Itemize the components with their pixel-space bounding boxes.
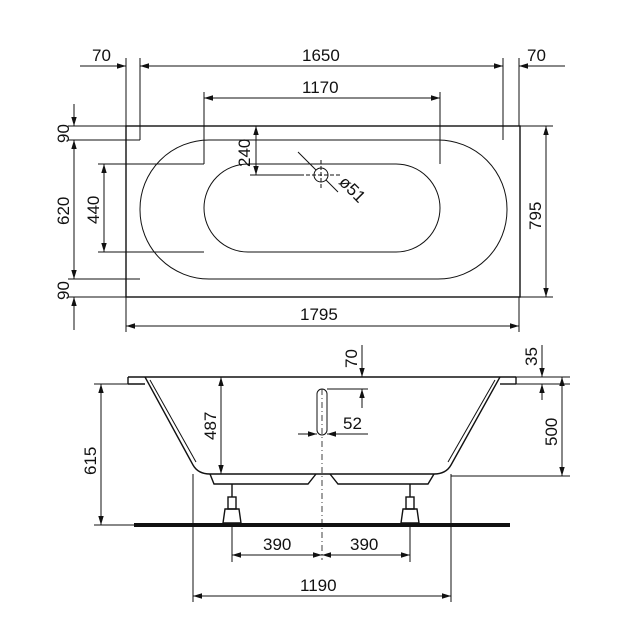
tub-body-profile xyxy=(144,376,501,475)
dim-right-margin: 70 xyxy=(527,46,546,65)
top-view: 70 1650 70 1170 240 ø51 90 620 90 440 xyxy=(54,46,565,332)
dim-leg-left: 390 xyxy=(263,535,291,554)
leg-right xyxy=(400,484,420,524)
tub-outer-rim xyxy=(125,125,521,298)
dim-total-length: 1795 xyxy=(300,305,338,324)
dim-total-height: 615 xyxy=(81,447,100,475)
side-view: 70 52 487 615 35 500 390 390 11 xyxy=(81,345,570,602)
dim-total-width: 795 xyxy=(526,202,545,230)
tub-inner-opening xyxy=(139,139,508,280)
dim-rim-height: 500 xyxy=(542,418,561,446)
floor-line xyxy=(134,523,510,527)
dim-basin-width: 440 xyxy=(84,196,103,224)
dim-rim-thickness: 35 xyxy=(522,347,541,366)
dim-leg-right: 390 xyxy=(350,535,378,554)
dim-left-margin: 70 xyxy=(92,46,111,65)
dim-drain-top: 70 xyxy=(342,349,361,368)
dim-drain-offset: 240 xyxy=(235,139,254,167)
tub-basin-bottom xyxy=(203,163,441,253)
dim-drain-diameter: ø51 xyxy=(335,172,369,206)
dim-bottom-band: 90 xyxy=(54,281,73,300)
dim-inner-width: 620 xyxy=(54,197,73,225)
dim-inner-depth: 487 xyxy=(201,412,220,440)
leg-left xyxy=(222,484,242,524)
dim-top-band: 90 xyxy=(54,124,73,143)
dim-leg-span: 1190 xyxy=(300,576,337,595)
dim-inner-length: 1650 xyxy=(302,46,340,65)
dim-drain-pipe: 52 xyxy=(343,414,362,433)
dim-basin-length: 1170 xyxy=(302,78,339,97)
